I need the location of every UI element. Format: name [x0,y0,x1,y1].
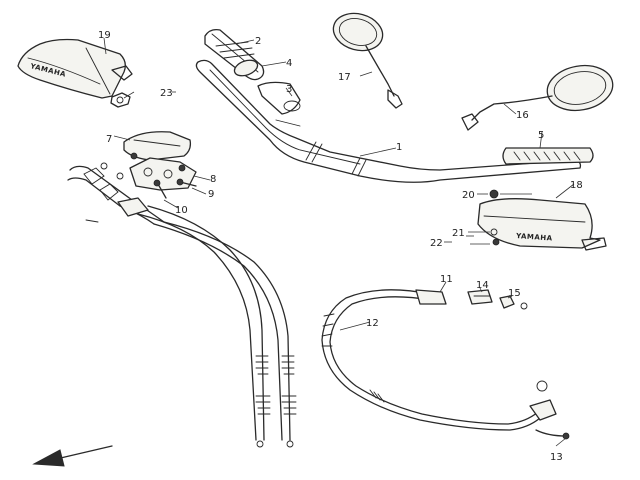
callout-18: 18 [570,180,583,191]
callout-dashes [172,91,488,243]
callout-3: 3 [286,84,292,95]
leader-lines [103,37,575,447]
callout-10: 10 [175,205,188,216]
callout-8: 8 [210,174,216,185]
right-guard-logo: YAMAHA [515,232,553,243]
housing-screw-10 [153,179,167,199]
guard-nut-23 [110,92,131,108]
callout-9: 9 [208,189,214,200]
handlebar-tube [195,59,582,183]
throttle-grip-assembly [204,28,301,115]
callout-20: 20 [462,190,475,201]
left-grip [502,147,594,165]
callout-5: 5 [538,130,544,141]
callout-19: 19 [98,30,111,41]
housing-screw-9 [176,178,197,187]
clutch-cable [321,289,570,440]
callout-22: 22 [430,238,443,249]
right-mirror [461,64,614,131]
callout-11: 11 [440,274,453,285]
throttle-housing [123,131,197,191]
callout-21: 21 [452,228,465,239]
callout-7: 7 [106,134,112,145]
guard-screw-20 [489,189,499,199]
callout-12: 12 [366,318,379,329]
guard-nut-22 [492,238,500,246]
cable-nut-15 [499,295,528,310]
throttle-cables [67,162,297,448]
cable-adjuster-14 [467,289,493,305]
callout-23: 23 [160,88,173,99]
callout-14: 14 [476,280,489,291]
callout-16: 16 [516,110,529,121]
callout-15: 15 [508,288,521,299]
callout-labels: 1 2 3 4 5 7 8 9 10 11 12 13 14 15 16 17 … [98,30,583,463]
callout-1: 1 [396,142,402,153]
callout-17: 17 [338,72,351,83]
callout-2: 2 [255,36,261,47]
callout-13: 13 [550,452,563,463]
left-mirror [332,12,403,109]
front-direction-arrow [32,445,113,467]
left-hand-guard: YAMAHA [17,38,133,99]
callout-4: 4 [286,58,292,69]
right-hand-guard: YAMAHA [477,198,607,251]
guard-washer-21 [490,228,498,236]
